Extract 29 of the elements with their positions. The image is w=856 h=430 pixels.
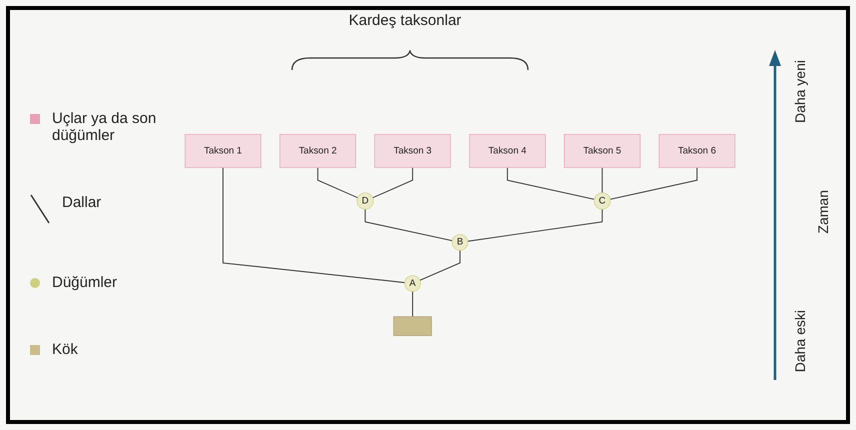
node-box: Takson 2 xyxy=(280,134,356,168)
connector xyxy=(222,167,406,284)
legend-label: Düğümler xyxy=(52,274,118,291)
node-circle: C xyxy=(594,192,611,210)
connector xyxy=(412,290,414,318)
legend-label: Kök xyxy=(52,341,78,358)
connector xyxy=(364,208,453,242)
connector xyxy=(506,167,595,200)
connector xyxy=(467,208,603,242)
connector xyxy=(419,250,460,281)
connector xyxy=(317,167,358,198)
axis-label: Daha yeni xyxy=(792,60,808,124)
legend-label: Uçlar ya da son düğümler xyxy=(52,110,158,144)
node-box: Takson 5 xyxy=(564,134,640,168)
node-circle: B xyxy=(452,234,468,251)
axis-label: Daha eski xyxy=(792,310,808,372)
node-box xyxy=(393,316,432,336)
node-box: Takson 4 xyxy=(469,134,546,168)
connector xyxy=(372,167,414,198)
node-box: Takson 1 xyxy=(184,134,262,168)
connector xyxy=(610,167,698,200)
connector xyxy=(602,167,603,194)
group-label: Kardeş taksonlar xyxy=(348,12,462,29)
node-circle: A xyxy=(404,275,421,292)
node-circle: D xyxy=(356,192,374,210)
legend-label: Dallar xyxy=(62,194,102,211)
node-box: Takson 3 xyxy=(374,134,451,168)
axis-label: Zaman xyxy=(815,190,831,234)
node-box: Takson 6 xyxy=(658,134,736,168)
